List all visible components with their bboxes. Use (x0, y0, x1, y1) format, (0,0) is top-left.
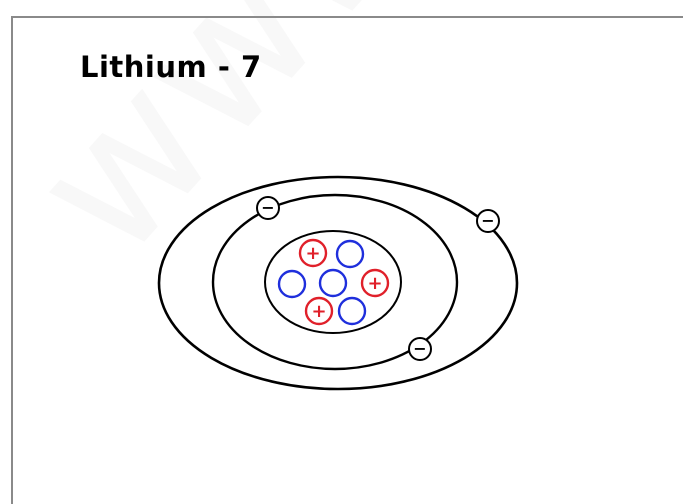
neutron (320, 270, 346, 296)
neutron (279, 271, 305, 297)
electron: − (257, 197, 279, 219)
proton: + (306, 298, 332, 324)
electron: − (477, 210, 499, 232)
proton: + (300, 240, 326, 266)
neutron (337, 241, 363, 267)
svg-text:+: + (311, 301, 326, 322)
svg-text:+: + (305, 243, 320, 264)
electron: − (409, 338, 431, 360)
svg-text:−: − (413, 339, 426, 358)
proton: + (362, 270, 388, 296)
neutron (339, 298, 365, 324)
svg-text:−: − (481, 211, 494, 230)
nucleus-particles: + + + (279, 240, 388, 324)
svg-text:+: + (367, 273, 382, 294)
svg-text:−: − (261, 198, 274, 217)
